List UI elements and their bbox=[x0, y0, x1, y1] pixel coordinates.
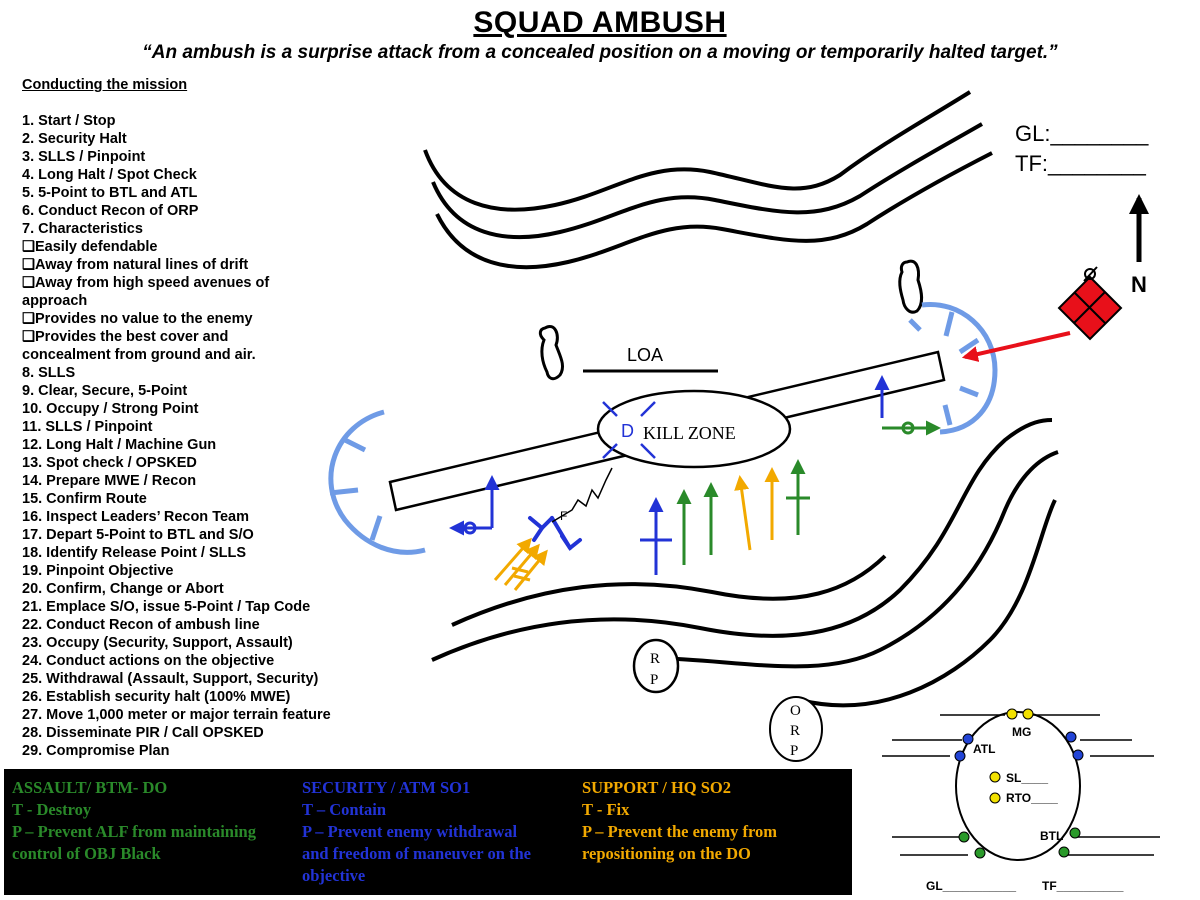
formation-atl-label: ATL bbox=[973, 742, 995, 756]
list-item: 21. Emplace S/O, issue 5-Point / Tap Cod… bbox=[22, 599, 311, 615]
terrain-contours-top bbox=[423, 90, 993, 270]
list-item: 9. Clear, Secure, 5-Point bbox=[22, 383, 188, 399]
characteristic-item: ❑Provides no value to the enemy bbox=[22, 311, 253, 327]
list-item: 2. Security Halt bbox=[22, 131, 127, 147]
destroy-d-label: D bbox=[621, 421, 634, 441]
page-title: SQUAD AMBUSH bbox=[473, 6, 727, 39]
characteristic-item: ❑Away from natural lines of drift bbox=[22, 257, 249, 273]
support-heading: SUPPORT / HQ SO2 bbox=[582, 778, 732, 797]
list-item: 7. Characteristics bbox=[22, 221, 143, 237]
characteristic-item: ❑Away from high speed avenues of bbox=[22, 275, 270, 291]
security-purpose: P – Prevent enemy withdrawal bbox=[302, 822, 518, 841]
vegetation-icon bbox=[538, 259, 924, 381]
kill-zone-label: KILL ZONE bbox=[643, 423, 736, 443]
machine-gun-icon bbox=[528, 516, 582, 551]
list-item: 23. Occupy (Security, Support, Assault) bbox=[22, 635, 293, 651]
orp-letter: R bbox=[790, 723, 800, 739]
support-purpose: P – Prevent the enemy from bbox=[582, 822, 778, 841]
security-heading: SECURITY / ATM SO1 bbox=[302, 778, 471, 797]
list-item: 4. Long Halt / Spot Check bbox=[22, 167, 197, 183]
security-purpose-cont: objective bbox=[302, 866, 366, 885]
assault-arrows bbox=[640, 459, 810, 575]
list-item: 22. Conduct Recon of ambush line bbox=[22, 617, 260, 633]
fire-line bbox=[551, 467, 613, 523]
orp-marker bbox=[769, 696, 823, 762]
assault-task-purpose: ASSAULT/ BTM- DO T - Destroy P – Prevent… bbox=[12, 777, 256, 865]
formation-gl-field: GL___________ bbox=[926, 879, 1016, 893]
list-item: 26. Establish security halt (100% MWE) bbox=[22, 689, 291, 705]
assault-purpose: P – Prevent ALF from maintaining bbox=[12, 822, 256, 841]
list-item: 8. SLLS bbox=[22, 365, 76, 381]
characteristic-item: ❑Provides the best cover and bbox=[22, 329, 229, 345]
rp-letter: R bbox=[650, 651, 660, 667]
list-item: 16. Inspect Leaders’ Recon Team bbox=[22, 509, 249, 525]
assault-purpose-cont: control of OBJ Black bbox=[12, 844, 161, 863]
security-sector-west bbox=[328, 409, 426, 555]
characteristic-item-continued: approach bbox=[22, 293, 88, 309]
characteristic-item: ❑Easily defendable bbox=[22, 239, 158, 255]
support-task-purpose: SUPPORT / HQ SO2 T - Fix P – Prevent the… bbox=[582, 777, 777, 865]
task-purpose-panel bbox=[4, 769, 852, 895]
assault-task: T - Destroy bbox=[12, 800, 92, 819]
patrol-base-diagram bbox=[882, 708, 1160, 861]
orp-letter: O bbox=[790, 703, 801, 719]
formation-rto-label: RTO____ bbox=[1006, 791, 1058, 805]
support-arrows-west bbox=[493, 537, 548, 591]
security-purpose-cont: and freedom of maneuver on the bbox=[302, 844, 532, 863]
terrain-contours-bottom bbox=[431, 418, 1059, 708]
support-task: T - Fix bbox=[582, 800, 630, 819]
security-element-west bbox=[449, 475, 500, 536]
mission-steps-list: 1. Start / Stop 2. Security Halt 3. SLLS… bbox=[22, 112, 331, 760]
security-task-purpose: SECURITY / ATM SO1 T – Contain P – Preve… bbox=[302, 777, 531, 887]
enemy-diamond-icon bbox=[1057, 266, 1123, 341]
list-item: 25. Withdrawal (Assault, Support, Securi… bbox=[22, 671, 319, 687]
formation-sl-label: SL____ bbox=[1006, 771, 1048, 785]
list-item: 17. Depart 5-Point to BTL and S/O bbox=[22, 527, 254, 543]
orp-letter: P bbox=[790, 743, 798, 759]
list-item: 18. Identify Release Point / SLLS bbox=[22, 545, 247, 561]
list-item: 15. Confirm Route bbox=[22, 491, 147, 507]
security-task: T – Contain bbox=[302, 800, 387, 819]
release-point-marker bbox=[632, 638, 680, 694]
list-item: 29. Compromise Plan bbox=[22, 743, 170, 759]
fire-f-label: F bbox=[560, 509, 567, 523]
ambush-definition-quote: “An ambush is a surprise attack from a c… bbox=[142, 42, 1058, 63]
list-item: 5. 5-Point to BTL and ATL bbox=[22, 185, 198, 201]
loa-label: LOA bbox=[627, 345, 663, 365]
formation-btl-label: BTL bbox=[1040, 829, 1063, 843]
list-item: 27. Move 1,000 meter or major terrain fe… bbox=[22, 707, 331, 723]
characteristic-item-continued: concealment from ground and air. bbox=[22, 347, 256, 363]
rp-letter: P bbox=[650, 672, 658, 688]
list-item: 24. Conduct actions on the objective bbox=[22, 653, 275, 669]
formation-mg-label: MG bbox=[1012, 725, 1031, 739]
list-item: 20. Confirm, Change or Abort bbox=[22, 581, 224, 597]
list-item: 12. Long Halt / Machine Gun bbox=[22, 437, 217, 453]
assault-heading: ASSAULT/ BTM- DO bbox=[12, 778, 168, 797]
formation-tf-field: TF__________ bbox=[1042, 879, 1124, 893]
north-label: N bbox=[1131, 272, 1147, 297]
list-item: 6. Conduct Recon of ORP bbox=[22, 203, 199, 219]
steps-heading: Conducting the mission bbox=[22, 77, 188, 93]
destroy-symbol bbox=[602, 401, 656, 459]
security-element-east bbox=[874, 375, 941, 436]
tf-field: TF:________ bbox=[1015, 151, 1147, 176]
list-item: 13. Spot check / OPSKED bbox=[22, 455, 197, 471]
list-item: 28. Disseminate PIR / Call OPSKED bbox=[22, 725, 264, 741]
list-item: 3. SLLS / Pinpoint bbox=[22, 149, 146, 165]
list-item: 11. SLLS / Pinpoint bbox=[22, 419, 153, 435]
support-purpose-cont: repositioning on the DO bbox=[582, 844, 751, 863]
enemy-approach-arrow bbox=[961, 331, 1071, 362]
list-item: 19. Pinpoint Objective bbox=[22, 563, 174, 579]
gl-field: GL:________ bbox=[1015, 121, 1149, 146]
list-item: 14. Prepare MWE / Recon bbox=[22, 473, 197, 489]
list-item: 1. Start / Stop bbox=[22, 113, 116, 129]
list-item: 10. Occupy / Strong Point bbox=[22, 401, 199, 417]
